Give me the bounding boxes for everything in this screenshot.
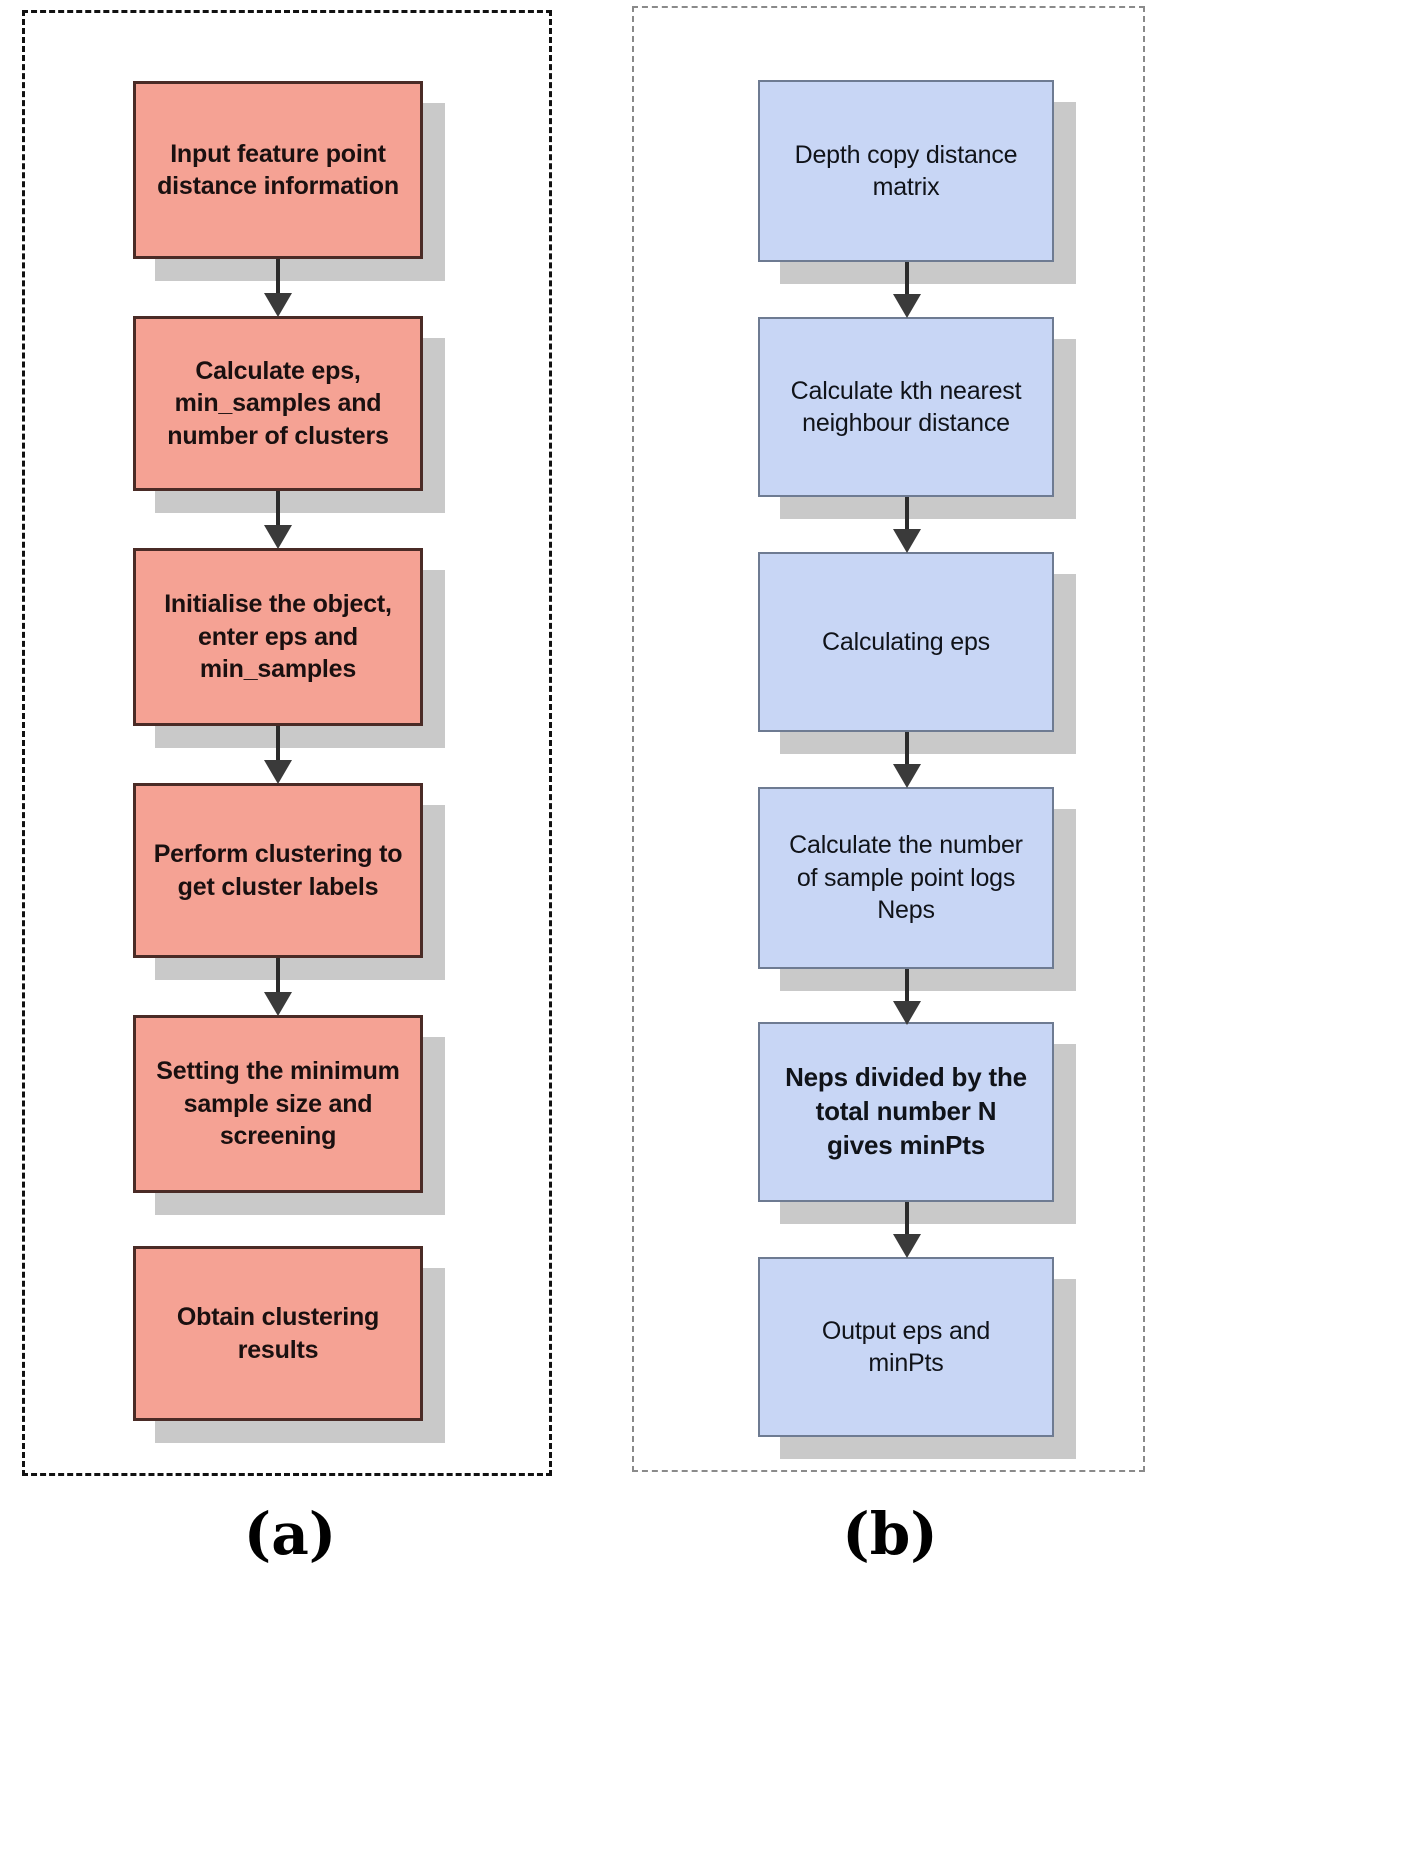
flow-node-label: Calculating eps [822,627,990,656]
flow-node-label: Calculate the number of sample point log… [789,831,1023,925]
node-face: Initialise the object, enter eps and min… [133,548,423,726]
panel-b-caption: (b) [842,1500,938,1568]
arrow-head [264,525,292,549]
node-face: Setting the minimum sample size and scre… [133,1015,423,1193]
flow-node-b6[interactable]: Output eps and minPts [758,1257,1076,1459]
flowchart-b: Depth copy distance matrix Calculate kth… [634,8,1143,1470]
flow-node-b1[interactable]: Depth copy distance matrix [758,80,1076,284]
flow-node-b4[interactable]: Calculate the number of sample point log… [758,787,1076,991]
arrow-head [264,293,292,317]
flow-node-label: Initialise the object, enter eps and min… [164,590,392,684]
flow-node-a5[interactable]: Setting the minimum sample size and scre… [133,1015,445,1215]
node-face: Obtain clustering results [133,1246,423,1421]
node-face: Calculate kth nearest neighbour distance [758,317,1054,497]
node-face: Calculate eps, min_samples and number of… [133,316,423,491]
flow-arrow-a1-a2 [253,259,303,317]
arrow-stem [905,497,909,531]
arrow-stem [905,1202,909,1236]
arrow-head [264,760,292,784]
flow-node-b2[interactable]: Calculate kth nearest neighbour distance [758,317,1076,519]
node-face: Depth copy distance matrix [758,80,1054,262]
flow-arrow-b5-b6 [882,1202,932,1258]
panel-b: Depth copy distance matrix Calculate kth… [632,6,1145,1472]
flow-arrow-a3-a4 [253,726,303,784]
flow-node-label: Setting the minimum sample size and scre… [156,1057,400,1151]
flow-node-a2[interactable]: Calculate eps, min_samples and number of… [133,316,445,513]
node-face: Input feature point distance information [133,81,423,259]
arrow-stem [276,491,280,527]
node-face: Calculate the number of sample point log… [758,787,1054,969]
node-face: Output eps and minPts [758,1257,1054,1437]
node-face: Calculating eps [758,552,1054,732]
flowchart-a: Input feature point distance information… [25,13,549,1473]
flow-arrow-a2-a3 [253,491,303,549]
arrow-stem [905,969,909,1003]
arrow-stem [905,262,909,296]
flow-arrow-b3-b4 [882,732,932,788]
panel-a: Input feature point distance information… [22,10,552,1476]
flow-node-a1[interactable]: Input feature point distance information [133,81,445,281]
arrow-head [893,1001,921,1025]
flow-node-a3[interactable]: Initialise the object, enter eps and min… [133,548,445,748]
arrow-head [893,1234,921,1258]
flow-node-label: Calculate eps, min_samples and number of… [167,356,389,450]
flow-arrow-b1-b2 [882,262,932,318]
panel-a-caption: (a) [243,1500,337,1568]
node-face: Perform clustering to get cluster labels [133,783,423,958]
flow-arrow-b4-b5 [882,969,932,1025]
arrow-head [264,992,292,1016]
arrow-head [893,529,921,553]
flow-node-label: Perform clustering to get cluster labels [153,840,403,901]
flow-node-label: Neps divided by the total number N gives… [785,1062,1027,1160]
flow-node-a4[interactable]: Perform clustering to get cluster labels [133,783,445,980]
flow-node-label: Input feature point distance information [157,139,399,201]
flow-node-label: Calculate kth nearest neighbour distance [790,376,1022,438]
arrow-stem [276,726,280,762]
arrow-stem [276,259,280,295]
arrow-head [893,764,921,788]
arrow-head [893,294,921,318]
flow-arrow-a4-a5 [253,958,303,1016]
flow-arrow-b2-b3 [882,497,932,553]
flow-node-b5[interactable]: Neps divided by the total number N gives… [758,1022,1076,1224]
flow-node-label: Depth copy distance matrix [794,140,1018,202]
flow-node-a6[interactable]: Obtain clustering results [133,1246,445,1443]
flow-node-b3[interactable]: Calculating eps [758,552,1076,754]
flow-node-label: Output eps and minPts [821,1316,991,1378]
arrow-stem [905,732,909,766]
arrow-stem [276,958,280,994]
flow-node-label: Obtain clustering results [176,1303,380,1364]
node-face: Neps divided by the total number N gives… [758,1022,1054,1202]
